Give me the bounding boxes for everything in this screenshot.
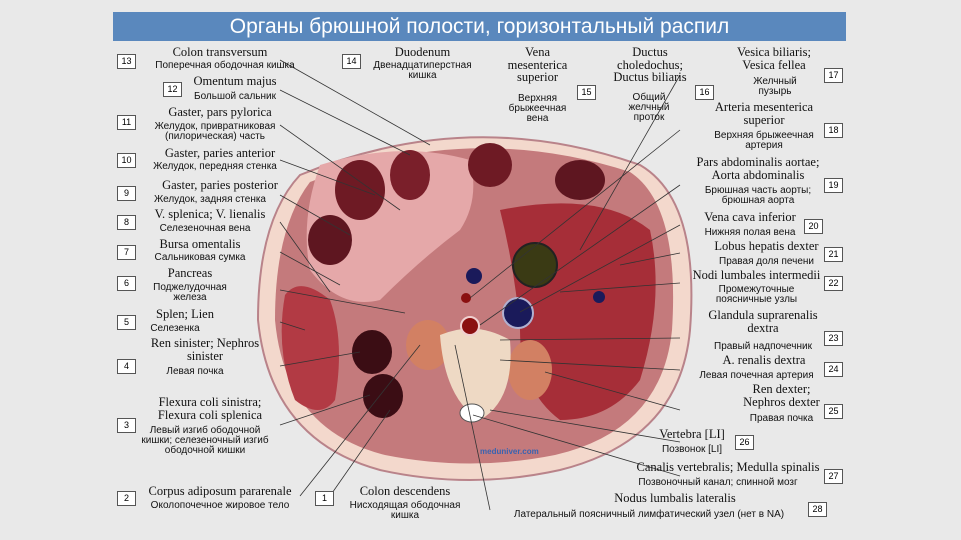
label-latin-25: Ren dexter; Nephros dexter [740,383,823,408]
label-russian-11: Желудок, привратниковая (пилорическая) ч… [140,122,290,142]
watermark-logo: meduniver.com [480,447,539,456]
label-russian-13: Поперечная ободочная кишка [140,61,310,71]
colon-transversum-loop-4 [555,160,605,200]
label-latin-26: Vertebra [LI] [650,428,734,441]
label-number-24: 24 [824,362,843,377]
label-number-9: 9 [117,186,136,201]
label-russian-3: Левый изгиб ободочной кишки; селезеночны… [140,426,270,456]
spinal-canal [460,404,484,422]
label-number-20: 20 [804,219,823,234]
label-number-13: 13 [117,54,136,69]
label-number-25: 25 [824,404,843,419]
label-number-14: 14 [342,54,361,69]
label-latin-14: Duodenum [365,46,480,59]
label-number-19: 19 [824,178,843,193]
label-russian-7: Сальниковая сумка [140,253,260,263]
label-russian-4: Левая почка [140,367,250,377]
superior-mesenteric-artery [461,293,471,303]
label-number-7: 7 [117,245,136,260]
label-russian-23: Правый надпочечник [703,342,823,352]
label-number-18: 18 [824,123,843,138]
label-number-10: 10 [117,153,136,168]
colon-transversum-loop-2 [390,150,430,200]
label-latin-4: Ren sinister; Nephros sinister [140,337,270,362]
label-latin-8: V. splenica; V. lienalis [140,208,280,221]
label-number-5: 5 [117,315,136,330]
label-latin-3: Flexura coli sinistra; Flexura coli sple… [140,396,280,421]
label-number-17: 17 [824,68,843,83]
label-number-4: 4 [117,359,136,374]
label-latin-20: Vena cava inferior [698,211,802,224]
right-kidney-region [508,340,552,400]
label-russian-14: Двенадцатиперстная кишка [365,61,480,81]
label-latin-11: Gaster, pars pylorica [140,106,300,119]
label-latin-15: Vena mesenterica superior [500,46,575,84]
label-russian-25: Правая почка [740,414,823,424]
label-russian-16: Общий желчный проток [613,93,685,123]
gallbladder [513,243,557,287]
label-russian-9: Желудок, задняя стенка [140,195,280,205]
label-number-3: 3 [117,418,136,433]
label-number-28: 28 [808,502,827,517]
colon-transversum-loop-3 [468,143,512,187]
label-latin-22: Nodi lumbales intermedii [690,269,823,282]
label-latin-28: Nodus lumbalis lateralis [600,492,750,505]
label-latin-19: Pars abdominalis aortae; Aorta abdominal… [693,156,823,181]
label-russian-5: Селезенка [140,324,210,334]
label-russian-17: Желчный пузырь [740,77,810,97]
vena-cava-inferior [503,298,533,328]
label-latin-13: Colon transversum [140,46,300,59]
label-russian-27: Позвоночный канал; спинной мозг [613,478,823,488]
label-russian-21: Правая доля печени [710,257,823,267]
label-number-12: 12 [163,82,182,97]
label-number-16: 16 [695,85,714,100]
superior-mesenteric-vein [466,268,482,284]
label-latin-6: Pancreas [140,267,240,280]
label-latin-10: Gaster, paries anterior [140,147,300,160]
label-russian-18: Верхняя брыжеечная артерия [705,131,823,151]
label-latin-7: Bursa omentalis [140,238,260,251]
label-latin-2: Corpus adiposum pararenale [140,485,300,498]
colon-descendens [363,374,403,418]
portal-vessel [593,291,605,303]
label-russian-22: Промежуточные поясничные узлы [700,285,813,305]
label-russian-19: Брюшная часть аорты; брюшная аорта [693,186,823,206]
label-russian-15: Верхняя брыжеечная вена [500,94,575,124]
label-number-2: 2 [117,491,136,506]
label-latin-1: Colon descendens [340,485,470,498]
label-russian-24: Левая почечная артерия [690,371,823,381]
label-latin-16: Ductus choledochus; Ductus biliaris [605,46,695,84]
label-russian-2: Околопочечное жировое тело [140,501,300,511]
aorta [461,317,479,335]
label-number-26: 26 [735,435,754,450]
colon-transversum-loop-5 [308,215,352,265]
label-russian-12: Большой сальник [185,92,285,102]
label-latin-18: Arteria mesenterica superior [705,101,823,126]
label-number-8: 8 [117,215,136,230]
label-latin-17: Vesica biliaris; Vesica fellea [725,46,823,71]
label-latin-27: Canalis vertebralis; Medulla spinalis [633,461,823,474]
label-latin-5: Splen; Lien [140,308,230,321]
label-russian-1: Нисходящая ободочная кишка [340,501,470,521]
label-number-1: 1 [315,491,334,506]
label-russian-28: Латеральный поясничный лимфатический узе… [490,510,808,520]
label-number-27: 27 [824,469,843,484]
label-number-15: 15 [577,85,596,100]
label-russian-26: Позвонок [LI] [650,445,734,455]
label-latin-21: Lobus hepatis dexter [710,240,823,253]
label-number-11: 11 [117,115,136,130]
label-russian-10: Желудок, передняя стенка [140,162,290,172]
label-russian-6: Поджелудочная железа [140,283,240,303]
label-number-21: 21 [824,247,843,262]
label-latin-24: A. renalis dextra [705,354,823,367]
label-number-6: 6 [117,276,136,291]
label-number-23: 23 [824,331,843,346]
label-latin-9: Gaster, paries posterior [140,179,300,192]
label-number-22: 22 [824,276,843,291]
label-russian-20: Нижняя полая вена [698,228,802,238]
label-russian-8: Селезеночная вена [140,224,270,234]
label-latin-23: Glandula suprarenalis dextra [703,309,823,334]
label-latin-12: Omentum majus [185,75,285,88]
